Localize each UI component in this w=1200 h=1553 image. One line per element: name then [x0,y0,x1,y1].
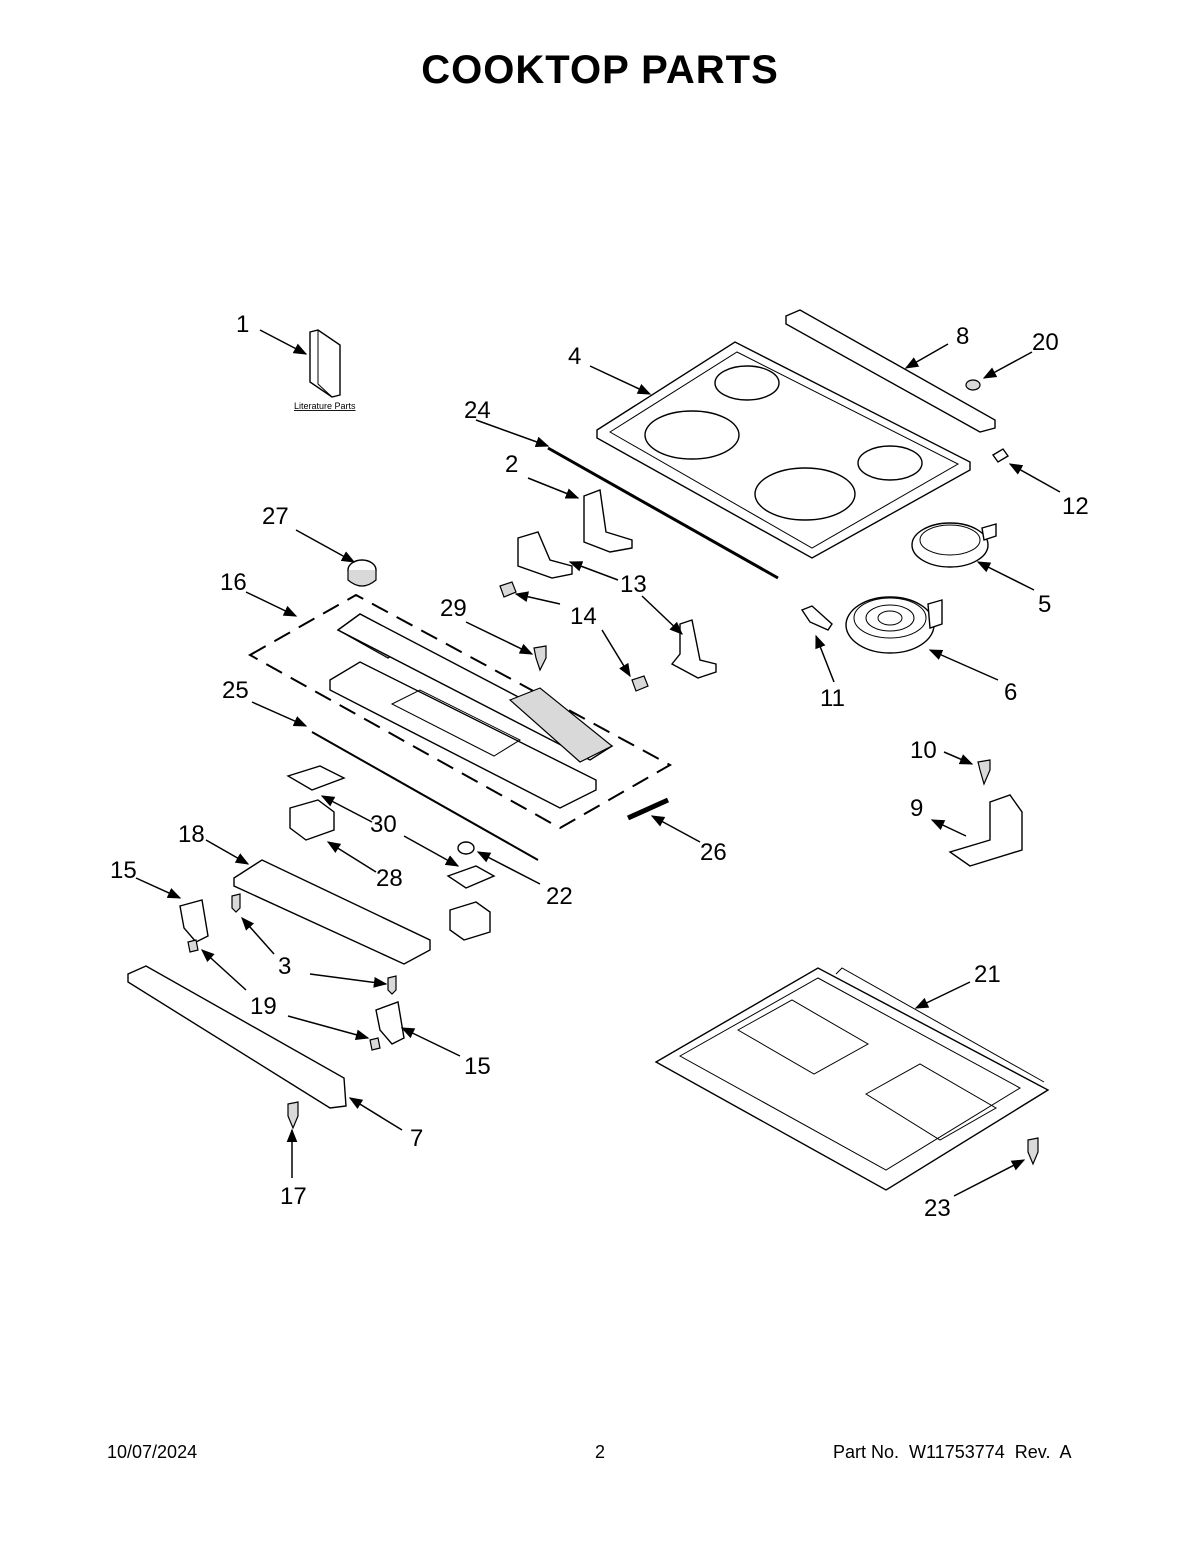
screw-10 [977,759,991,786]
callout-23: 23 [924,1195,951,1222]
callout-29: 29 [440,595,467,622]
callout-5: 5 [1038,591,1051,618]
control-knob [347,559,377,587]
callout-26: 26 [700,839,727,866]
callout-24: 24 [464,397,491,424]
surface-element [845,596,943,654]
front-trim [127,965,347,1109]
insulator-right [446,865,496,889]
callout-14: 14 [570,603,597,630]
screw-17 [287,1101,299,1130]
callout-10: 10 [910,737,937,764]
callout-6: 6 [1004,679,1017,706]
callout-30: 30 [370,811,397,838]
screw-3-right [387,975,397,995]
screw-14-left [499,581,517,598]
page-title: COOKTOP PARTS [421,48,779,92]
cooktop-glass [596,341,971,559]
clip [991,448,1010,463]
spacer-22 [457,841,475,855]
switch-right [449,901,491,941]
rod-25 [311,731,539,861]
screw-19-right [369,1037,381,1051]
screw-23 [1027,1137,1039,1166]
callout-15-right: 15 [464,1053,491,1080]
element-clip [800,605,833,631]
callout-25: 25 [222,677,249,704]
switch-left [289,799,335,841]
screw-14-right [631,675,649,692]
bracket-9 [948,794,1023,867]
footer-part-number: Part No. W11753774 Rev. A [833,1442,1072,1462]
screw-3-left [231,893,241,913]
callout-16: 16 [220,569,247,596]
callout-11: 11 [820,685,845,712]
literature-parts-booklet: Literature Parts [294,329,356,411]
callout-2: 2 [505,451,518,478]
callout-22: 22 [546,883,573,910]
mounting-bracket-left [517,531,573,579]
bracket [583,489,633,553]
screw-29 [533,645,547,672]
callout-numbers: 1 2 3 4 5 6 7 8 9 10 11 12 13 14 15 15 1… [110,311,1089,1222]
control-panel [329,613,614,809]
callout-1: 1 [236,311,249,338]
main-top [654,967,1050,1191]
callout-17: 17 [280,1183,307,1210]
callout-15-left: 15 [110,857,137,884]
footer-page-number: 2 [595,1442,606,1462]
callout-28: 28 [376,865,403,892]
callout-7: 7 [410,1125,423,1152]
callout-3: 3 [278,953,291,980]
insulator-left [286,765,346,791]
callout-20: 20 [1032,329,1059,356]
leader-lines [135,329,1061,1197]
callout-18: 18 [178,821,205,848]
callout-12: 12 [1062,493,1089,520]
callout-9: 9 [910,795,923,822]
rear-trim [785,309,996,433]
footer-date: 10/07/2024 [107,1442,198,1462]
callout-27: 27 [262,503,289,530]
callout-8: 8 [956,323,969,350]
bumper [965,379,981,391]
side-bracket-left [179,899,209,943]
mounting-bracket-right [670,619,717,679]
side-bracket-right [375,1001,405,1045]
screw-19-left [187,939,199,953]
radiant-element [911,522,997,568]
control-panel-group-outline [247,593,673,830]
rod-24 [547,446,779,580]
control-housing [233,859,431,965]
callout-21: 21 [974,961,1001,988]
literature-parts-label: Literature Parts [294,401,356,411]
callout-13: 13 [620,571,647,598]
callout-19: 19 [250,993,277,1020]
callout-4: 4 [568,343,581,370]
strip-26 [626,797,670,821]
